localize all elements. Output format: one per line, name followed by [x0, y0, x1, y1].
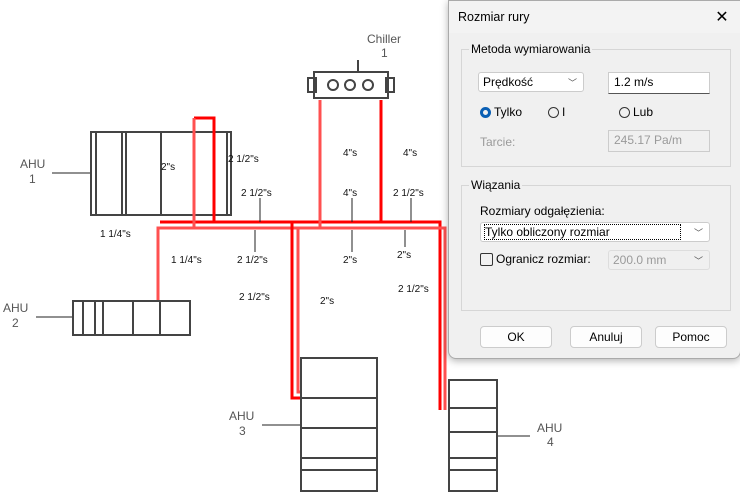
radio-icon: [619, 107, 630, 119]
method-value: Prędkość: [483, 75, 534, 89]
sizing-method-group: Metoda wymiarowania Prędkość ﹀ 1.2 m/s Ty…: [461, 42, 731, 167]
branch-sizes-value: Tylko obliczony rozmiar: [484, 224, 681, 240]
ahu-2-number: 2: [12, 316, 19, 330]
chiller-label: Chiller: [367, 32, 401, 46]
chiller-unit[interactable]: [307, 60, 395, 99]
constraints-legend: Wiązania: [469, 178, 523, 192]
pipe-size-label[interactable]: 2 1/2"s: [239, 292, 270, 303]
limit-size-select[interactable]: 200.0 mm ﹀: [608, 250, 710, 270]
close-icon[interactable]: ✕: [715, 9, 729, 26]
equipment-shapes: [72, 60, 498, 492]
method-select[interactable]: Prędkość ﹀: [478, 72, 584, 92]
branch-sizes-label: Rozmiary odgałęzienia:: [480, 204, 605, 218]
ahu-3-unit[interactable]: [300, 357, 378, 492]
radio-icon: [548, 107, 559, 119]
pipe-size-label[interactable]: 4"s: [343, 148, 357, 159]
radio-or[interactable]: Lub: [619, 105, 653, 119]
cancel-button[interactable]: Anuluj: [570, 326, 642, 348]
help-button[interactable]: Pomoc: [655, 326, 727, 348]
radio-selected-icon: [480, 107, 491, 119]
ahu-1-number: 1: [29, 172, 36, 186]
limit-size-checkbox[interactable]: Ogranicz rozmiar:: [480, 252, 591, 267]
sizing-method-legend: Metoda wymiarowania: [469, 42, 593, 56]
pipes[interactable]: [156, 100, 447, 410]
limit-size-value: 200.0 mm: [613, 253, 667, 267]
pipe-size-label[interactable]: 2 1/2"s: [393, 188, 424, 199]
pipe-size-label[interactable]: 2"s: [397, 250, 411, 261]
pipe-size-dialog: Rozmiar rury ✕ Metoda wymiarowania Prędk…: [448, 0, 740, 359]
friction-label: Tarcie:: [480, 135, 516, 149]
ahu-1-label: AHU: [20, 157, 45, 171]
pipe-size-label[interactable]: 2 1/2"s: [398, 284, 429, 295]
ahu-2-unit[interactable]: [72, 300, 191, 336]
constraints-group: Wiązania Rozmiary odgałęzienia: Tylko ob…: [461, 178, 731, 311]
ahu-3-label: AHU: [229, 409, 254, 423]
limit-size-label: Ogranicz rozmiar:: [496, 252, 591, 266]
pipe-size-label[interactable]: 2 1/2"s: [241, 188, 272, 199]
radio-only[interactable]: Tylko: [480, 105, 522, 119]
ahu-4-label: AHU: [537, 421, 562, 435]
chevron-down-icon: ﹀: [567, 77, 577, 88]
radio-and-label: I: [562, 105, 566, 119]
friction-input[interactable]: 245.17 Pa/m: [608, 130, 710, 152]
pipe-size-label[interactable]: 2 1/2"s: [237, 255, 268, 266]
leader-lines: [36, 172, 530, 437]
ahu-2-label: AHU: [3, 301, 28, 315]
ahu-4-unit[interactable]: [448, 379, 498, 492]
ahu-4-number: 4: [547, 435, 554, 449]
chevron-down-icon: ﹀: [693, 227, 703, 238]
pipe-size-label[interactable]: 2"s: [343, 255, 357, 266]
pipe-size-label[interactable]: 2 1/2"s: [228, 154, 259, 165]
radio-and[interactable]: I: [548, 105, 565, 119]
chiller-number: 1: [381, 46, 388, 60]
pipe-size-label[interactable]: 2"s: [161, 162, 175, 173]
pipe-size-label[interactable]: 4"s: [343, 188, 357, 199]
radio-only-label: Tylko: [494, 105, 523, 119]
ahu-3-number: 3: [239, 424, 246, 438]
chevron-down-icon: ﹀: [693, 255, 703, 266]
pipe-size-label[interactable]: 1 1/4"s: [100, 229, 131, 240]
checkbox-icon: [480, 253, 493, 267]
pipe-size-label[interactable]: 2"s: [320, 296, 334, 307]
dialog-title: Rozmiar rury: [449, 1, 740, 33]
velocity-input[interactable]: 1.2 m/s: [608, 72, 710, 94]
ok-button[interactable]: OK: [480, 326, 552, 348]
ahu-1-unit[interactable]: [90, 131, 232, 216]
pipe-size-label[interactable]: 4"s: [403, 148, 417, 159]
pipe-size-label[interactable]: 1 1/4"s: [171, 255, 202, 266]
branch-sizes-select[interactable]: Tylko obliczony rozmiar ﹀: [480, 222, 710, 242]
radio-or-label: Lub: [633, 105, 654, 119]
